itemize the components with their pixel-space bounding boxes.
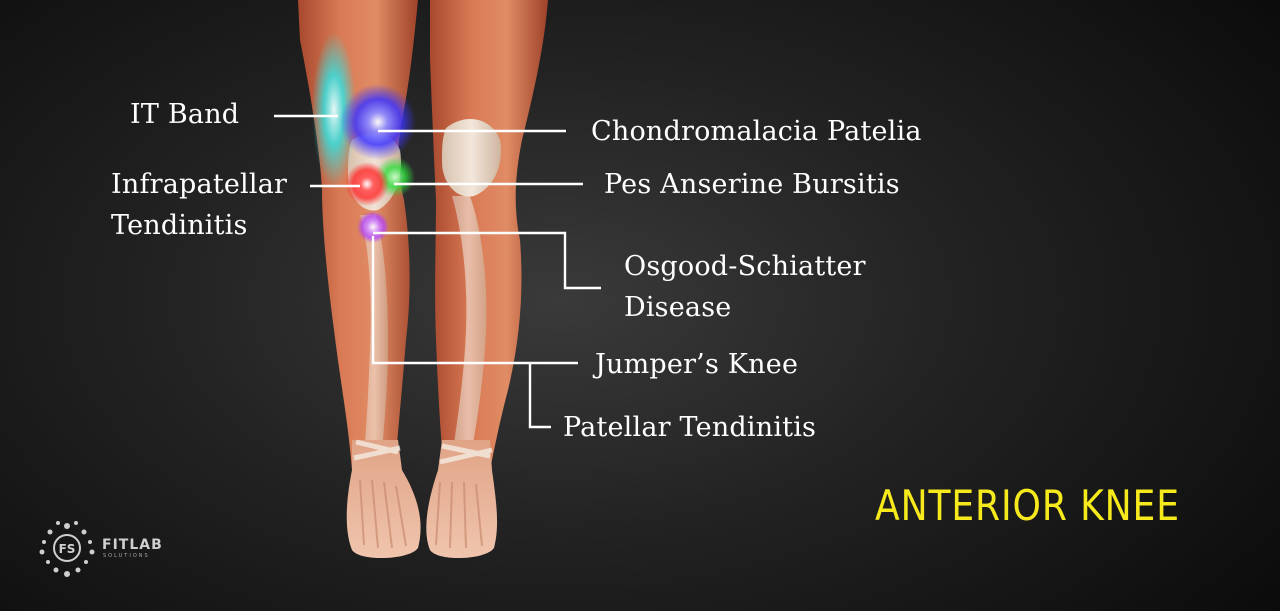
- logo-monogram: FS: [59, 542, 76, 556]
- jumpers-knee-label: Jumper’s Knee: [595, 349, 799, 380]
- pes-anserine-label: Pes Anserine Bursitis: [604, 169, 900, 200]
- osgood-label-line1: Osgood-Schiatter: [624, 251, 866, 282]
- logo-mark-icon: FS: [39, 521, 95, 577]
- osgood-label-line2: Disease: [624, 292, 732, 323]
- leader-lines: [274, 114, 601, 429]
- pain-highlights: [312, 32, 416, 243]
- it-band-label: IT Band: [130, 99, 240, 130]
- osgood-glow: [357, 211, 389, 243]
- logo-name: FITLAB: [102, 537, 163, 553]
- fitlab-logo: FS FITLAB SOLUTIONS: [36, 518, 186, 578]
- chondromalacia-label: Chondromalacia Patelia: [591, 116, 922, 147]
- infrapatellar-glow: [345, 162, 389, 206]
- patellar-tendinitis-label: Patellar Tendinitis: [563, 412, 817, 443]
- infrapatellar-label-line2: Tendinitis: [111, 210, 248, 241]
- infrapatellar-label-line1: Infrapatellar: [111, 169, 288, 200]
- jumpers-knee-leader: [371, 236, 578, 365]
- right-leg: [426, 0, 548, 559]
- it-band-glow: [312, 32, 356, 188]
- osgood-leader: [373, 231, 601, 290]
- patellar-tendinitis-leader: [528, 363, 551, 429]
- diagram-title: ANTERIOR KNEE: [875, 481, 1180, 530]
- chondromalacia-glow: [340, 84, 416, 160]
- logo-subtitle: SOLUTIONS: [103, 553, 150, 559]
